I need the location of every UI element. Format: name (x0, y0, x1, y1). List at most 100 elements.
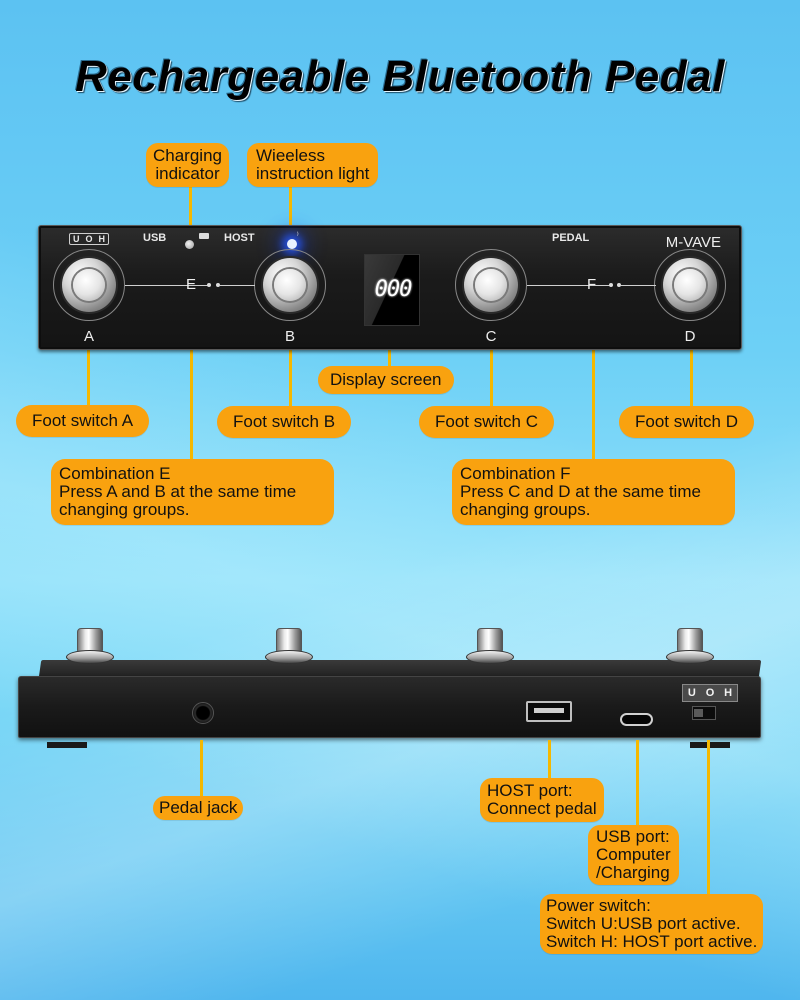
combo-e-dot-left (207, 283, 211, 287)
callout-line: Computer (596, 845, 671, 864)
foot-switch-c[interactable] (455, 249, 527, 321)
battery-icon (199, 233, 209, 239)
combo-e-line-left (125, 285, 209, 286)
callout-line: Press A and B at the same time (59, 482, 297, 501)
callout-line: /Charging (596, 863, 670, 882)
pedal-side-view (18, 676, 761, 738)
callout-line: Combination E (59, 464, 171, 483)
wireless-indicator-led (287, 239, 297, 249)
callout-line: Connect pedal (487, 799, 597, 818)
mode-o: O (85, 234, 93, 244)
combo-letter-e: E (186, 276, 197, 293)
leader-wireless (289, 183, 292, 227)
leader-pedal-jack (200, 740, 203, 796)
switch-nut (66, 650, 114, 664)
switch-nut (466, 650, 514, 664)
leader-charging (189, 183, 192, 227)
callout-power-switch: Power switch: Switch U:USB port active. … (540, 894, 764, 954)
callout-usb-port: USB port: Computer /Charging (588, 825, 679, 885)
switch-letter-c: C (485, 328, 497, 345)
callout-display-screen: Display screen (318, 366, 454, 394)
switch-cap (674, 269, 706, 301)
usb-label: USB (143, 232, 167, 244)
callout-pedal-jack: Pedal jack (153, 796, 244, 820)
leader-host-port (548, 740, 551, 778)
callout-line: indicator (155, 164, 220, 183)
mode-h: H (724, 687, 733, 699)
foot-switch-b[interactable] (254, 249, 326, 321)
callout-line: Power switch: (546, 896, 651, 915)
display-value: 000 (374, 277, 413, 302)
switch-cap (274, 269, 306, 301)
leader-foot-b (289, 350, 292, 406)
switch-cap (73, 269, 105, 301)
leader-foot-c (490, 350, 493, 406)
side-foot-switch-b[interactable] (265, 628, 313, 668)
callout-foot-switch-a: Foot switch A (16, 405, 150, 437)
combo-f-dot-left (609, 283, 613, 287)
callout-foot-switch-c: Foot switch C (419, 406, 554, 438)
mode-u: U (72, 234, 80, 244)
leader-usb-port (636, 740, 639, 826)
pedal-top-view: U O H USB HOST ◝ PEDAL M-VAVE A B C D E … (38, 225, 742, 350)
pedal-label: PEDAL (552, 232, 590, 244)
mode-h: H (98, 234, 105, 244)
rubber-foot-right (690, 742, 730, 748)
callout-line: Combination F (460, 464, 571, 483)
callout-combination-f: Combination F Press C and D at the same … (452, 459, 735, 525)
callout-foot-switch-d: Foot switch D (619, 406, 754, 438)
switch-letter-b: B (284, 328, 295, 345)
pedal-jack[interactable] (192, 702, 214, 724)
side-foot-switch-a[interactable] (66, 628, 114, 668)
host-usb-a-port[interactable] (526, 701, 572, 722)
combo-e-dot-right (216, 283, 220, 287)
side-foot-switch-d[interactable] (666, 628, 714, 668)
page-title: Rechargeable Bluetooth Pedal (75, 52, 725, 101)
callout-line: changing groups. (460, 500, 591, 519)
leader-combo-e (190, 350, 193, 460)
switch-letter-d: D (684, 328, 696, 345)
combo-f-dot-right (617, 283, 621, 287)
callout-line: Switch H: HOST port active. (546, 932, 758, 951)
callout-line: Charging (153, 146, 222, 165)
leader-foot-d (690, 350, 693, 406)
power-slide-switch[interactable] (692, 706, 716, 720)
callout-line: instruction light (256, 164, 370, 183)
callout-host-port: HOST port: Connect pedal (480, 778, 604, 822)
rubber-foot-left (47, 742, 87, 748)
switch-cap (475, 269, 507, 301)
callout-wireless-light: Wieeless instruction light (247, 143, 379, 187)
combo-e-line-right (219, 285, 255, 286)
mode-u: U (687, 687, 696, 699)
side-foot-switch-c[interactable] (466, 628, 514, 668)
usb-c-port[interactable] (620, 713, 653, 726)
leader-power-switch (707, 740, 710, 895)
combo-letter-f: F (587, 276, 597, 293)
mode-switch-label: U O H (69, 233, 109, 245)
combo-f-line-left (527, 285, 611, 286)
callout-line: Switch U:USB port active. (546, 914, 741, 933)
wireless-signal-icon: ◝ (292, 230, 301, 239)
power-switch-label: U O H (682, 684, 738, 702)
callout-line: HOST port: (487, 781, 573, 800)
brand-logo: M-VAVE (665, 234, 721, 251)
callout-charging-indicator: Charging indicator (146, 143, 229, 187)
callout-line: Wieeless (256, 146, 325, 165)
combo-f-line-right (620, 285, 656, 286)
leader-foot-a (87, 350, 90, 406)
foot-switch-a[interactable] (53, 249, 125, 321)
leader-display (388, 350, 391, 368)
switch-nut (666, 650, 714, 664)
callout-combination-e: Combination E Press A and B at the same … (51, 459, 334, 525)
charging-indicator-led (185, 240, 194, 249)
display-screen: 000 (364, 254, 420, 326)
switch-letter-a: A (83, 328, 94, 345)
host-label: HOST (224, 232, 255, 244)
callout-line: changing groups. (59, 500, 190, 519)
leader-combo-f (592, 350, 595, 460)
mode-o: O (705, 687, 715, 699)
callout-foot-switch-b: Foot switch B (217, 406, 352, 438)
foot-switch-d[interactable] (654, 249, 726, 321)
callout-line: Press C and D at the same time (460, 482, 701, 501)
switch-nut (265, 650, 313, 664)
